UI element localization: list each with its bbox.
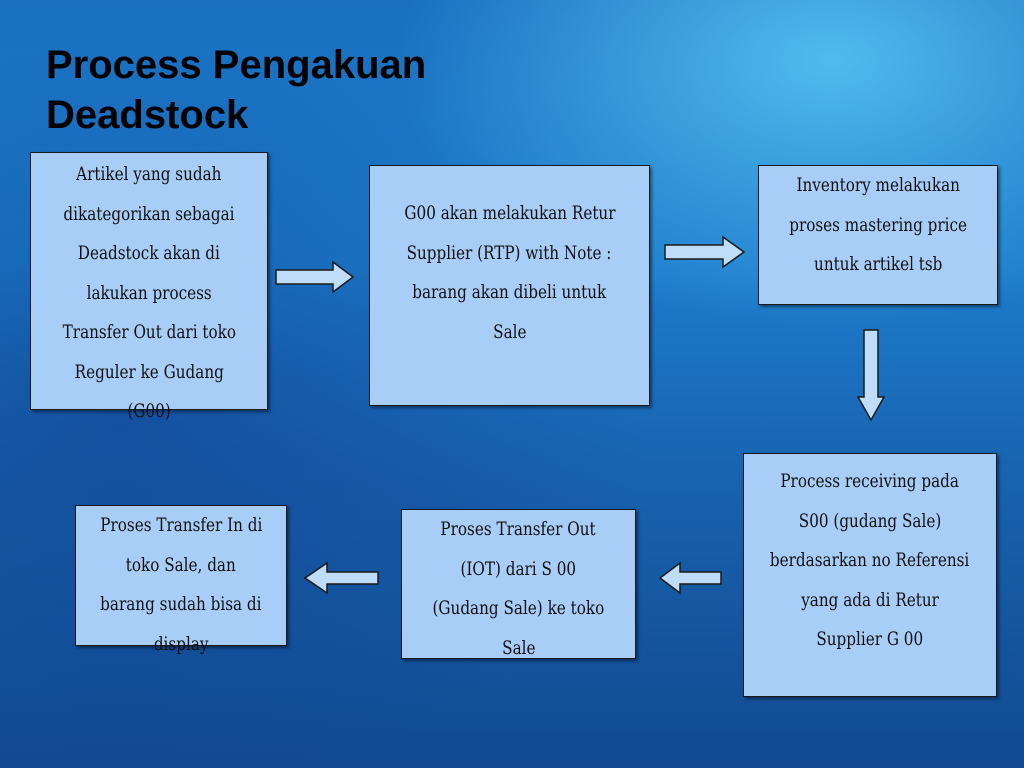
step-1-box: Artikel yang sudah dikategorikan sebagai… [30,152,268,422]
step-6-line: display [153,632,209,655]
step-5-line: (Gudang Sale) ke toko [432,597,605,619]
step-1-line: Reguler ke Gudang [74,360,224,383]
step-6-line: Proses Transfer In di [99,514,263,536]
step-2-line: barang akan dibeli untuk [412,281,607,303]
slide-title-line-2: Deadstock [46,93,249,137]
step-5-line: Sale [501,636,536,659]
step-4-line: yang ada di Retur [801,588,939,611]
step-4-line: S00 (gudang Sale) [798,509,942,532]
step-3-line: untuk artikel tsb [813,253,943,275]
step-4-line: berdasarkan no Referensi [770,549,970,571]
step-1-line: dikategorikan sebagai [63,202,235,225]
step-5-line: Proses Transfer Out [440,518,597,540]
step-1-line: (G00) [127,400,171,422]
step-1-line: lakukan process [86,281,212,304]
slide-title-line-1: Process Pengakuan [46,43,427,87]
step-1-line: Artikel yang sudah [76,163,222,185]
arrow-left-1-icon [658,561,722,595]
step-1-line: Transfer Out dari toko [62,321,236,343]
step-2-line: Supplier (RTP) with Note : [407,241,612,264]
arrow-right-2-icon [664,235,746,269]
arrow-down-icon [856,329,886,422]
slide-title: Process Pengakuan Deadstock [46,40,646,140]
step-4-box: Process receiving pada S00 (gudang Sale)… [743,453,997,697]
step-3-line: Inventory melakukan [796,174,960,196]
arrow-right-1-icon [275,260,355,294]
step-2-line: G00 akan melakukan Retur [403,202,616,224]
step-2-line: Sale [492,320,527,343]
step-1-line: Deadstock akan di [77,242,221,264]
step-4-line: Supplier G 00 [816,628,924,650]
step-6-line: toko Sale, dan [125,553,237,576]
step-5-box: Proses Transfer Out (IOT) dari S 00 (Gud… [401,509,636,659]
step-2-box: G00 akan melakukan Retur Supplier (RTP) … [369,165,650,406]
arrow-left-2-icon [303,561,379,595]
step-5-line: (IOT) dari S 00 [460,557,577,580]
step-6-box: Proses Transfer In di toko Sale, dan bar… [75,505,287,655]
step-3-box: Inventory melakukan proses mastering pri… [758,165,998,305]
step-6-line: barang sudah bisa di [100,593,262,615]
step-3-line: proses mastering price [789,213,967,236]
step-4-line: Process receiving pada [780,470,960,492]
